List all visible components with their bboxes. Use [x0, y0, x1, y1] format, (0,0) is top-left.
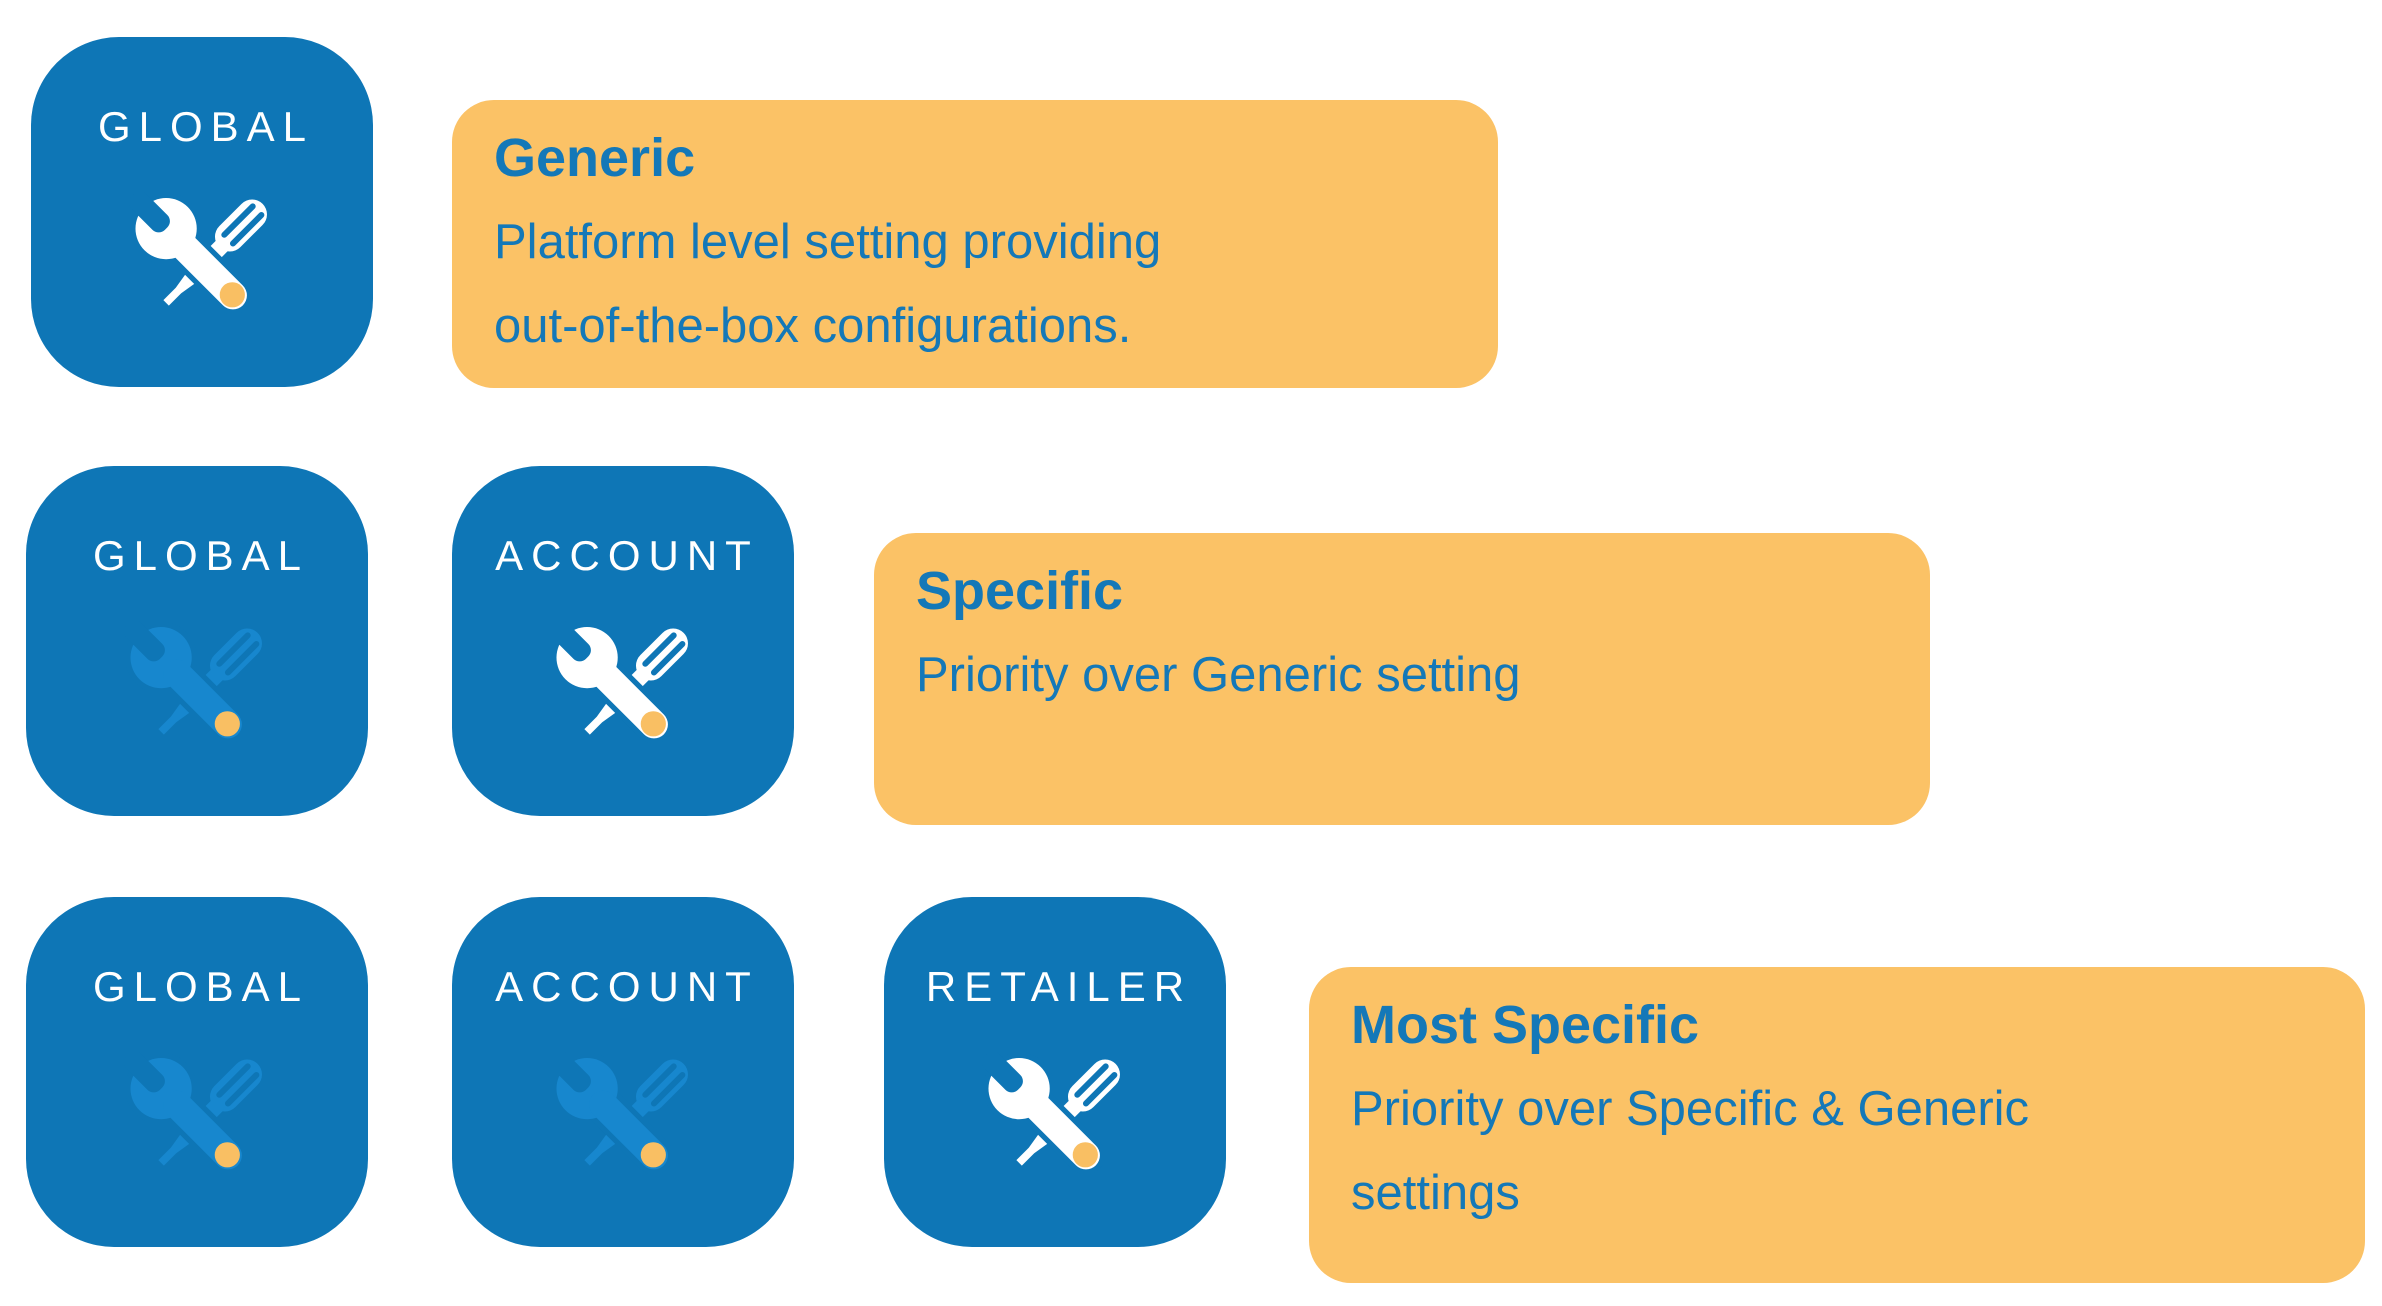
callout-text-line: out-of-the-box configurations. — [494, 299, 1132, 353]
tile-label: GLOBAL — [92, 963, 310, 1010]
wrench-screwdriver-icon — [549, 1051, 688, 1175]
global-tile: GLOBAL — [31, 37, 373, 387]
tile-label: ACCOUNT — [495, 532, 759, 579]
account-tile-faded: ACCOUNT — [452, 897, 794, 1247]
global-tile-faded: GLOBAL — [26, 466, 368, 816]
tile-label: GLOBAL — [92, 532, 310, 579]
account-tile: ACCOUNT — [452, 466, 794, 816]
global-tile-faded: GLOBAL — [26, 897, 368, 1247]
wrench-screwdriver-icon — [123, 1051, 262, 1175]
callout-title: Generic — [494, 128, 696, 188]
wrench-screwdriver-icon — [128, 191, 267, 315]
retailer-tile: RETAILER — [884, 897, 1226, 1247]
callout-text-line: Platform level setting providing — [494, 215, 1162, 269]
wrench-screwdriver-icon — [123, 620, 262, 744]
callout-text-line: settings — [1351, 1166, 1520, 1220]
tile-label: RETAILER — [925, 963, 1193, 1010]
callout-title: Most Specific — [1351, 995, 1700, 1055]
callout-text-line: Priority over Generic setting — [916, 648, 1521, 702]
tile-label: GLOBAL — [97, 103, 315, 150]
callout-title: Specific — [916, 561, 1124, 621]
callout-text-line: Priority over Specific & Generic — [1351, 1082, 2030, 1136]
wrench-screwdriver-icon — [981, 1051, 1120, 1175]
specific-callout: Specific Priority over Generic setting — [874, 533, 1930, 825]
most-specific-callout: Most Specific Priority over Specific & G… — [1309, 967, 2365, 1283]
tile-label: ACCOUNT — [495, 963, 759, 1010]
generic-callout: Generic Platform level setting providing… — [452, 100, 1498, 388]
wrench-screwdriver-icon — [549, 620, 688, 744]
